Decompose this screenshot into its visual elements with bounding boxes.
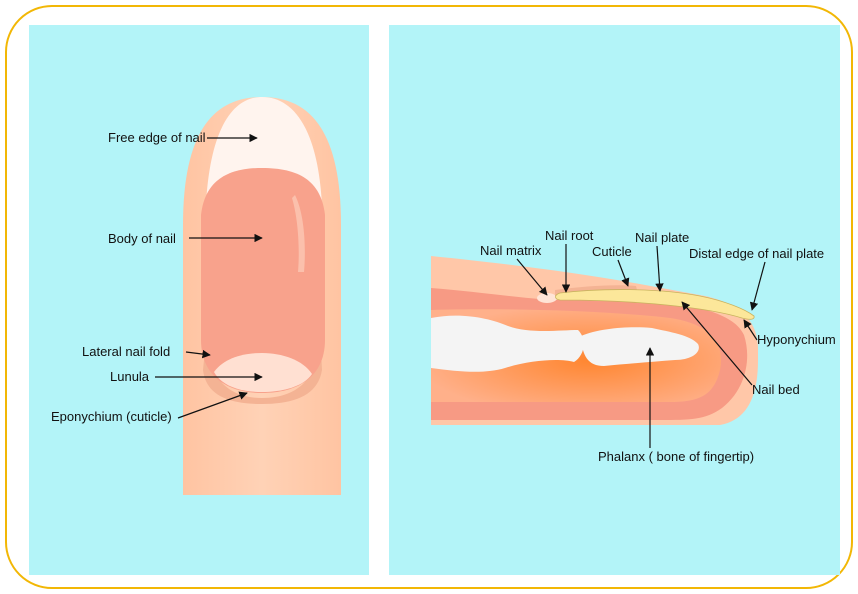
left-panel: Free edge of nail Body of nail Lateral n… [29,25,369,575]
label-hyponychium: Hyponychium [757,332,836,347]
label-lunula: Lunula [110,369,150,384]
label-phalanx: Phalanx ( bone of fingertip) [598,449,754,464]
label-nail-root: Nail root [545,228,594,243]
label-nail-body: Body of nail [108,231,176,246]
label-free-edge: Free edge of nail [108,130,206,145]
label-nail-plate: Nail plate [635,230,689,245]
label-eponychium: Eponychium (cuticle) [51,409,172,424]
label-nail-bed: Nail bed [752,382,800,397]
right-panel: Nail matrix Nail root Cuticle Nail plate… [389,25,840,575]
label-cuticle: Cuticle [592,244,632,259]
label-nail-matrix: Nail matrix [480,243,542,258]
label-distal-edge: Distal edge of nail plate [689,246,824,261]
label-lateral-fold: Lateral nail fold [82,344,170,359]
